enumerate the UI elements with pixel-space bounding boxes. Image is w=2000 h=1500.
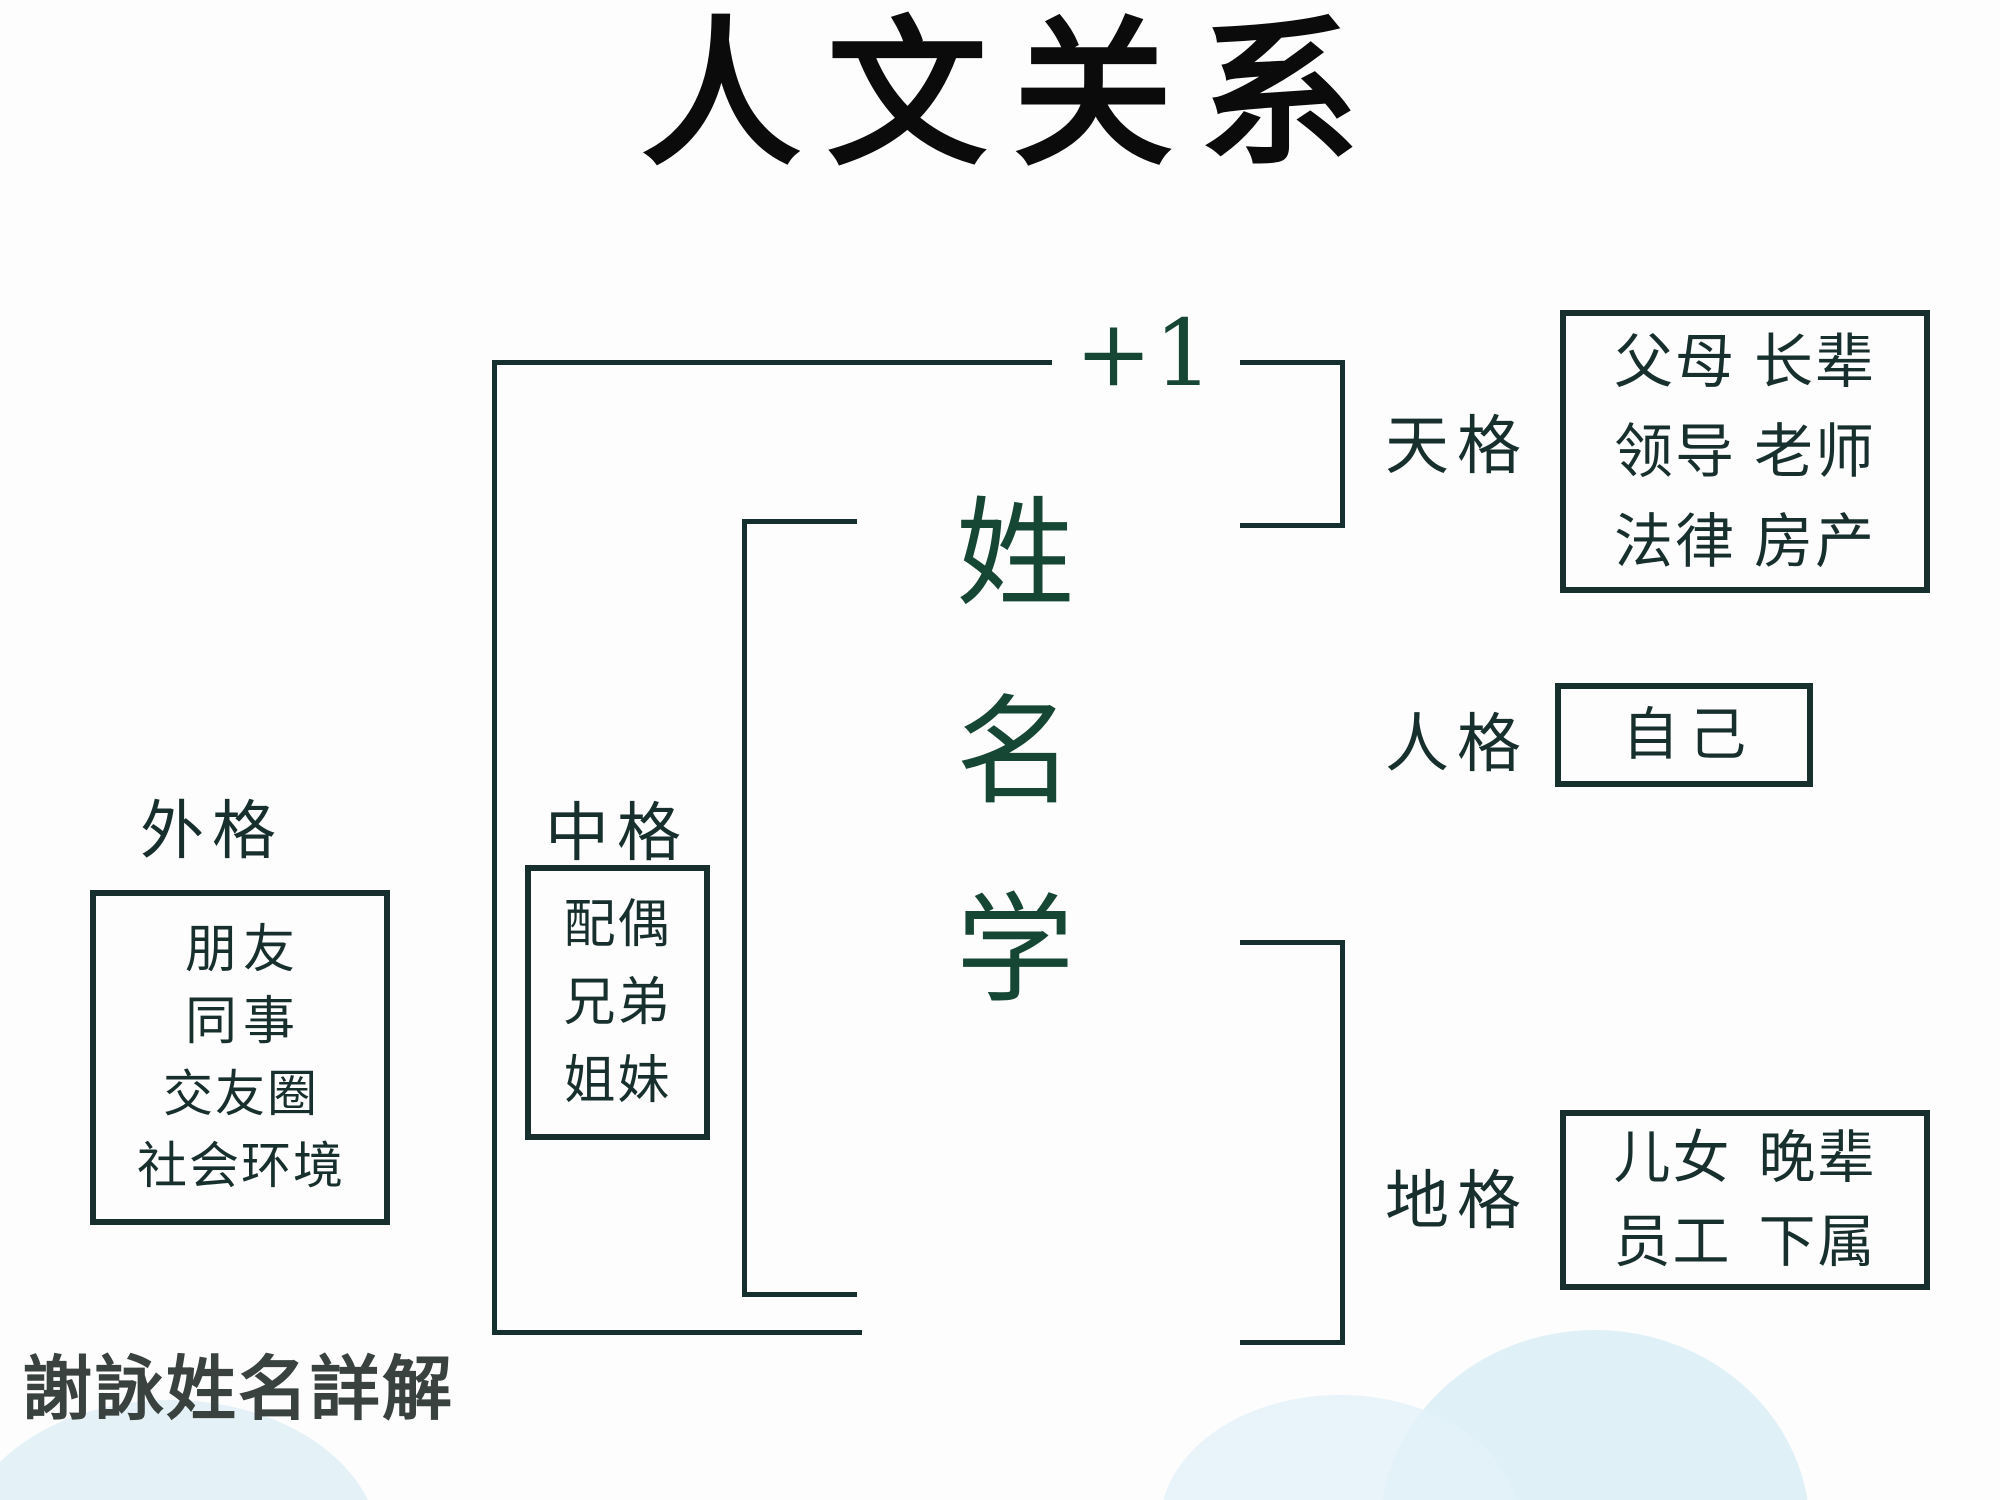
dige-box: 儿女晚辈 员工下属: [1560, 1110, 1930, 1290]
group-label-zhongge: 中格: [545, 797, 689, 871]
renge-cell-self: 自己: [1622, 702, 1756, 768]
right-lower-bracket-top-arm: [1240, 940, 1345, 945]
zhongge-row-sisters: 姐妹: [563, 1050, 672, 1111]
center-name-column: 姓 名 学: [905, 455, 1125, 1049]
right-lower-bracket-spine: [1340, 940, 1345, 1345]
center-char-xue: 学: [955, 881, 1074, 1019]
dige-cell-subordinates: 下属: [1758, 1209, 1877, 1275]
tiange-row-1: 父母长辈: [1605, 317, 1885, 407]
plus-one-annotation: +1: [1075, 300, 1215, 407]
outer-bracket-spine: [492, 360, 497, 1335]
author-signature: 謝詠姓名詳解: [22, 1348, 454, 1430]
zhongge-box: 配偶 兄弟 姐妹: [525, 865, 710, 1140]
tiange-cell-leaders: 领导: [1613, 416, 1736, 486]
renge-box: 自己: [1555, 683, 1813, 787]
waige-row-social-environment: 社会环境: [137, 1136, 345, 1195]
middle-bracket-bottom-arm: [742, 1292, 857, 1297]
group-label-waige: 外格: [140, 795, 284, 869]
waige-row-social-circle: 交友圈: [163, 1064, 319, 1123]
dige-cell-employees: 员工: [1613, 1209, 1732, 1275]
dige-cell-children: 儿女: [1613, 1125, 1732, 1191]
middle-bracket-spine: [742, 519, 747, 1297]
decorative-blob-bottom-right: [1380, 1330, 1810, 1500]
group-label-tiange: 天格: [1385, 410, 1529, 484]
tiange-cell-law: 法律: [1613, 506, 1736, 576]
right-lower-bracket-bottom-arm: [1240, 1340, 1345, 1345]
tiange-row-2: 领导老师: [1605, 407, 1885, 497]
right-upper-bracket-spine: [1340, 360, 1345, 528]
dige-row-2: 员工下属: [1600, 1200, 1890, 1284]
zhongge-row-brothers: 兄弟: [563, 972, 672, 1033]
tiange-cell-elders: 长辈: [1753, 326, 1876, 396]
zhongge-row-spouse: 配偶: [563, 894, 672, 955]
outer-bracket-bottom-arm: [492, 1330, 862, 1335]
group-label-dige: 地格: [1385, 1165, 1529, 1239]
tiange-cell-teachers: 老师: [1753, 416, 1876, 486]
group-label-renge: 人格: [1385, 708, 1529, 782]
center-char-ming: 名: [955, 683, 1074, 821]
outer-bracket-top-arm: [492, 360, 1052, 365]
decorative-blob-bottom-right-secondary: [1160, 1395, 1520, 1500]
tiange-row-3: 法律房产: [1605, 497, 1885, 587]
tiange-cell-property: 房产: [1753, 506, 1876, 576]
dige-row-1: 儿女晚辈: [1600, 1116, 1890, 1200]
waige-row-colleagues: 同事: [184, 991, 301, 1052]
waige-row-friends: 朋友: [184, 919, 301, 980]
right-upper-bracket-top-arm: [1240, 360, 1345, 365]
waige-box: 朋友 同事 交友圈 社会环境: [90, 890, 390, 1225]
tiange-cell-parents: 父母: [1613, 326, 1736, 396]
page-title: 人文关系: [640, 0, 1385, 188]
middle-bracket-top-arm: [742, 519, 857, 524]
right-upper-bracket-bottom-arm: [1240, 523, 1345, 528]
center-char-xing: 姓: [955, 485, 1074, 623]
dige-cell-juniors: 晚辈: [1758, 1125, 1877, 1191]
tiange-box: 父母长辈 领导老师 法律房产: [1560, 310, 1930, 593]
